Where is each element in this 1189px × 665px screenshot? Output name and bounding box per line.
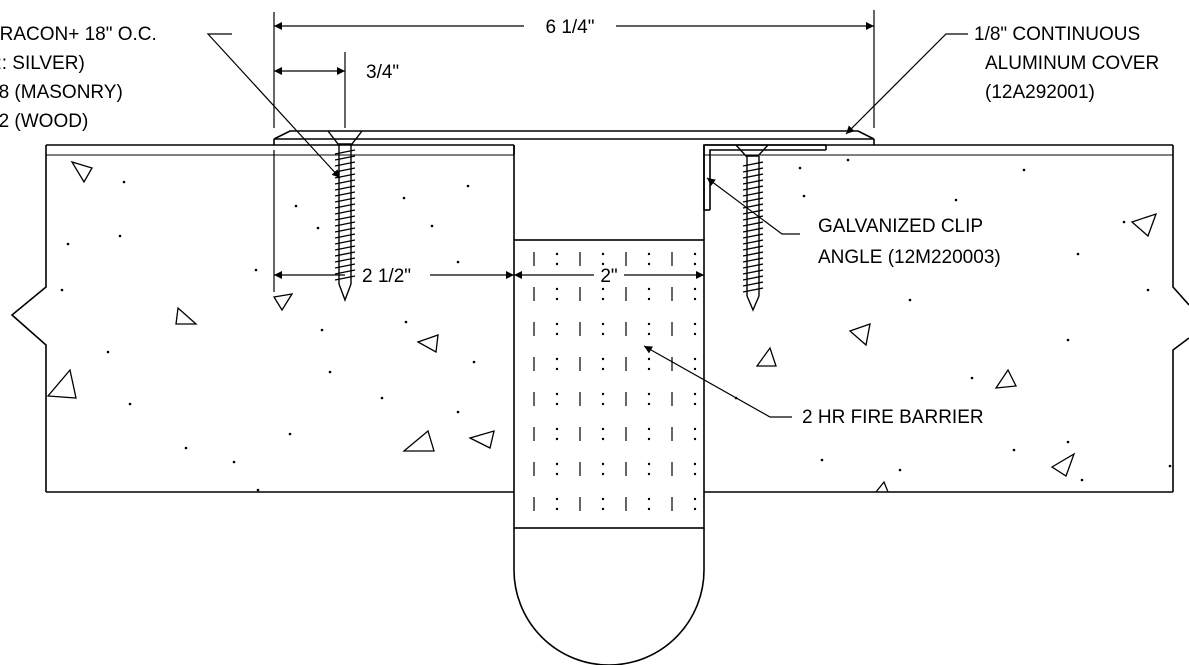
fire-barrier [513, 239, 705, 529]
left-anchor-screw [327, 130, 363, 302]
callout-cover: 1/8" CONTINUOUS ALUMINUM COVER (12A29200… [974, 24, 1159, 103]
callout-cover-line-1: 1/8" CONTINUOUS [974, 24, 1140, 45]
callout-anchor-line-3: 68 (MASONRY) [0, 82, 123, 103]
joint-gap-and-backer-rod [513, 145, 705, 665]
concrete-aggregate-dots [60, 158, 1172, 492]
callout-anchor-line-4: 42 (WOOD) [0, 111, 88, 132]
dimension-joint-width-label: 2" [600, 266, 617, 287]
dimension-anchor-to-joint [273, 150, 514, 292]
dimension-edge-distance-label: 3/4" [366, 62, 399, 83]
dimension-overall-width-label: 6 1/4" [545, 17, 594, 38]
aluminum-cover-plate [273, 130, 875, 145]
right-anchor-screw [735, 144, 769, 312]
fire-barrier-hatch [533, 252, 697, 511]
callout-clip-line-2: ANGLE (12M220003) [818, 247, 1001, 268]
dimension-anchor-to-joint-label: 2 1/2" [362, 266, 411, 287]
galvanized-clip-angle [703, 144, 827, 211]
callout-anchor: TRACON+ 18" O.C. R: SILVER) 68 (MASONRY)… [0, 24, 157, 132]
left-concrete-slab [10, 144, 515, 493]
callout-anchor-line-2: R: SILVER) [0, 53, 85, 74]
callout-barrier: 2 HR FIRE BARRIER [802, 407, 984, 428]
concrete-aggregate-hatch [46, 160, 1158, 493]
dimension-edge-distance [274, 52, 346, 128]
leader-anchor [206, 33, 341, 179]
callout-barrier-line-1: 2 HR FIRE BARRIER [802, 407, 984, 428]
leader-cover [845, 33, 968, 135]
callout-cover-line-2: ALUMINUM COVER [985, 53, 1159, 74]
right-concrete-slab [704, 144, 1189, 493]
leader-barrier [643, 345, 792, 418]
callout-clip-line-1: GALVANIZED CLIP [818, 216, 983, 237]
leader-clip [706, 177, 800, 235]
callout-anchor-line-1: TRACON+ 18" O.C. [0, 24, 157, 45]
callout-clip: GALVANIZED CLIP ANGLE (12M220003) [818, 216, 1001, 268]
callout-cover-line-3: (12A292001) [985, 82, 1095, 103]
